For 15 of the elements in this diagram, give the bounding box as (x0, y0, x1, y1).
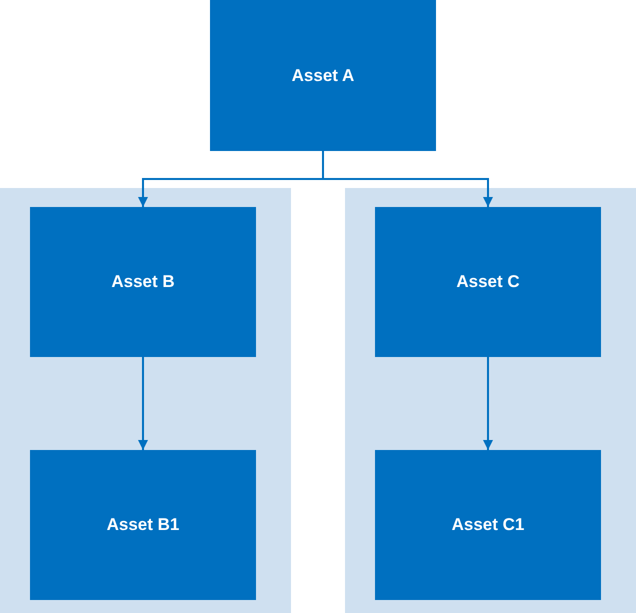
asset-label: Asset C1 (452, 514, 524, 536)
group-panel (345, 188, 636, 613)
asset-box (210, 0, 436, 151)
asset-label: Asset B (111, 271, 175, 294)
asset-box (375, 207, 601, 357)
asset-box (30, 450, 256, 600)
asset-label: Asset A (292, 64, 354, 87)
arrow (322, 151, 493, 207)
arrow (138, 357, 148, 450)
asset-label: Asset C (456, 271, 520, 294)
asset-box (30, 207, 256, 357)
arrow (483, 357, 493, 450)
group-panel (0, 188, 291, 613)
asset-label: Asset B1 (106, 514, 180, 536)
asset-box (375, 450, 601, 600)
